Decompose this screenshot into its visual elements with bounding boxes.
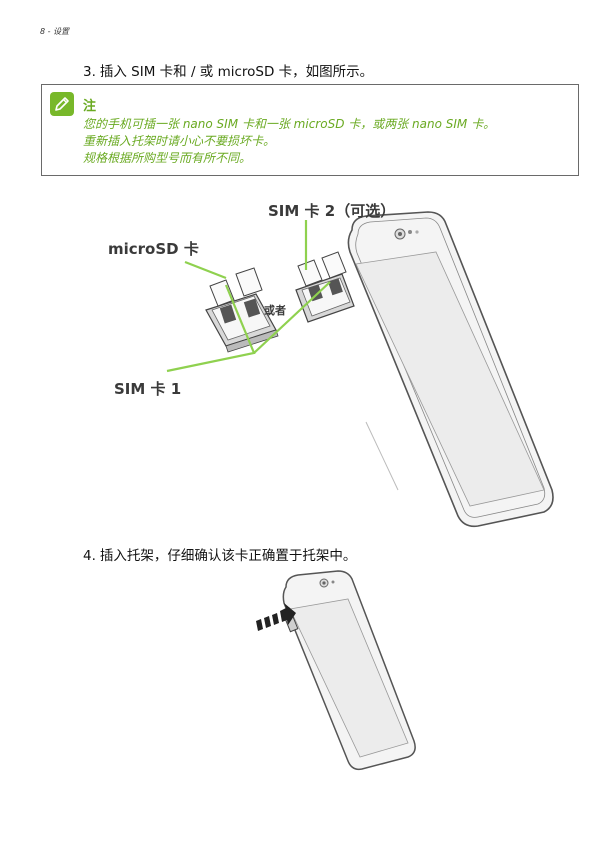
insert-tray-illustration (0, 565, 613, 785)
label-sim1: SIM 卡 1 (114, 380, 181, 398)
callout-lines (166, 220, 331, 373)
label-microsd: microSD 卡 (108, 240, 199, 258)
pencil-icon (50, 92, 74, 116)
step-text: 插入 SIM 卡和 / 或 microSD 卡，如图所示。 (99, 64, 374, 80)
note-box: 注 您的手机可插一张 nano SIM 卡和一张 microSD 卡，或两张 n… (41, 84, 579, 176)
label-sim2: SIM 卡 2（可选） (268, 202, 395, 220)
insert-arrow-icon (256, 603, 296, 631)
step-4: 4.插入托架，仔细确认该卡正确置于托架中。 (83, 544, 356, 564)
page-header: 8 - 设置 (40, 27, 70, 36)
step-number: 3. (83, 64, 96, 80)
step-number: 4. (83, 548, 96, 564)
note-title: 注 (83, 99, 97, 114)
tray-right (295, 251, 355, 323)
note-line: 重新插入托架时请小心不要损坏卡。 (83, 134, 276, 148)
step-3: 3.插入 SIM 卡和 / 或 microSD 卡，如图所示。 (83, 60, 373, 80)
step-text: 插入托架，仔细确认该卡正确置于托架中。 (99, 548, 357, 564)
phone-illustration (347, 211, 554, 528)
note-line: 规格根据所购型号而有所不同。 (83, 151, 252, 165)
phone-illustration (281, 570, 416, 771)
note-line: 您的手机可插一张 nano SIM 卡和一张 microSD 卡，或两张 nan… (83, 117, 496, 131)
sim-tray-illustration: SIM 卡 2（可选） microSD 卡 或者 SIM 卡 1 (0, 190, 613, 540)
label-or: 或者 (264, 303, 286, 317)
